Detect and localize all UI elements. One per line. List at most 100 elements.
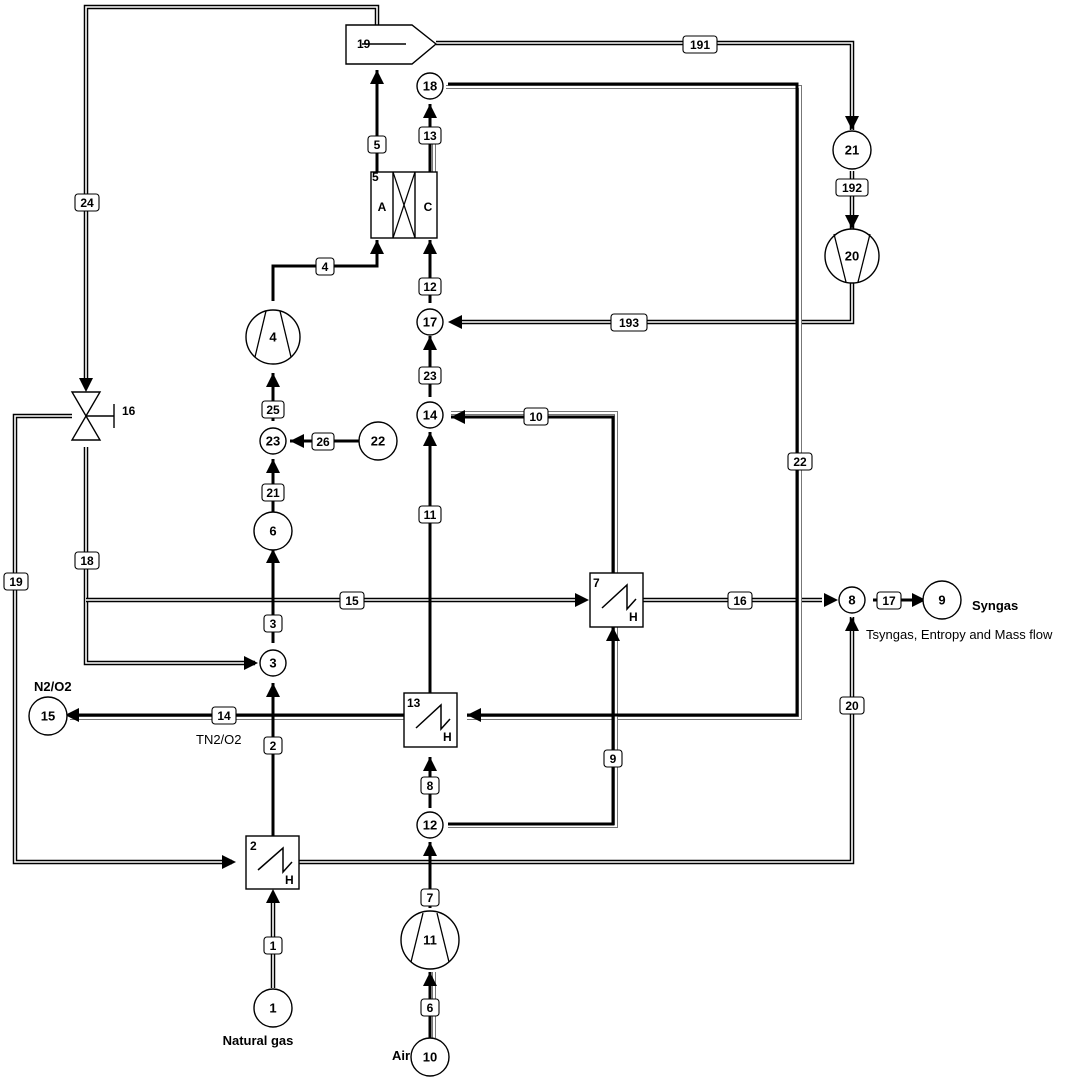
stream-label-193: 193 xyxy=(610,313,648,332)
svg-text:6: 6 xyxy=(269,524,276,539)
svg-text:20: 20 xyxy=(845,699,859,713)
node-14: 14 xyxy=(416,401,444,429)
turbine-20-label: 20 xyxy=(845,249,859,264)
heat-exchanger-2: 2 H xyxy=(245,835,300,890)
single-pipes xyxy=(70,70,920,1038)
node-15: 15 xyxy=(28,696,68,736)
svg-text:8: 8 xyxy=(427,779,434,793)
reactor-5: 5 A C xyxy=(370,170,438,239)
splitter-19: 19 xyxy=(345,24,438,65)
svg-text:193: 193 xyxy=(619,316,639,330)
stream-label-191: 191 xyxy=(682,35,718,54)
caption-air: Air xyxy=(392,1048,410,1063)
stream-label-15: 15 xyxy=(339,591,365,610)
svg-text:6: 6 xyxy=(427,1001,434,1015)
svg-text:3: 3 xyxy=(269,656,276,671)
hx13-side: H xyxy=(443,730,452,744)
node-21: 21 xyxy=(832,130,872,170)
node-23: 23 xyxy=(259,427,287,455)
valve-16: 16 xyxy=(70,391,136,441)
hx13-id: 13 xyxy=(407,696,421,710)
stream-label-24: 24 xyxy=(74,193,100,212)
stream-label-13: 13 xyxy=(418,126,442,145)
svg-text:24: 24 xyxy=(80,196,94,210)
node-6: 6 xyxy=(253,511,293,551)
hx2-side: H xyxy=(285,873,294,887)
node-9: 9 xyxy=(922,580,962,620)
svg-text:8: 8 xyxy=(848,593,855,608)
svg-text:12: 12 xyxy=(423,280,437,294)
svg-text:17: 17 xyxy=(423,315,437,330)
svg-text:11: 11 xyxy=(424,508,437,522)
svg-text:9: 9 xyxy=(610,752,617,766)
node-1: 1 xyxy=(253,988,293,1028)
caption-syngas-note: Tsyngas, Entropy and Mass flow xyxy=(866,627,1053,642)
stream-label-25: 25 xyxy=(261,400,285,419)
stream-label-8: 8 xyxy=(420,776,440,795)
node-3: 3 xyxy=(259,649,287,677)
stream-labels: 1 2 3 21 25 26 4 5 13 12 23 11 8 7 6 10 … xyxy=(3,35,902,1017)
reactor-id: 5 xyxy=(372,170,379,184)
svg-text:18: 18 xyxy=(423,79,437,94)
svg-text:2: 2 xyxy=(270,739,277,753)
svg-text:13: 13 xyxy=(423,129,437,143)
svg-text:15: 15 xyxy=(345,594,359,608)
node-18: 18 xyxy=(416,72,444,100)
stream-label-14: 14 xyxy=(211,706,237,725)
svg-text:9: 9 xyxy=(938,593,945,608)
stream-label-22: 22 xyxy=(787,452,813,471)
stream-label-6: 6 xyxy=(420,998,440,1017)
stream-label-11: 11 xyxy=(418,505,442,524)
svg-text:19: 19 xyxy=(9,575,23,589)
stream-label-10: 10 xyxy=(523,407,549,426)
svg-text:15: 15 xyxy=(41,709,55,724)
compressor-11-label: 11 xyxy=(423,933,437,948)
compressor-4: 4 xyxy=(245,309,301,365)
cathode-label: C xyxy=(424,200,433,214)
svg-text:12: 12 xyxy=(423,818,437,833)
svg-text:16: 16 xyxy=(733,594,747,608)
stream-label-5: 5 xyxy=(367,135,387,154)
stream-label-18: 18 xyxy=(74,551,100,570)
svg-text:18: 18 xyxy=(80,554,94,568)
nodes: 1 3 6 23 22 10 12 14 17 18 15 21 8 9 xyxy=(28,72,962,1077)
svg-text:191: 191 xyxy=(690,38,710,52)
stream-label-7: 7 xyxy=(420,888,440,907)
svg-text:3: 3 xyxy=(270,617,277,631)
svg-text:21: 21 xyxy=(266,486,280,500)
svg-text:192: 192 xyxy=(842,181,862,195)
stream-label-12: 12 xyxy=(418,277,442,296)
double-line-pipes xyxy=(12,4,855,988)
caption-syngas: Syngas xyxy=(972,598,1018,613)
stream-label-23: 23 xyxy=(418,366,442,385)
svg-text:14: 14 xyxy=(217,709,231,723)
node-22: 22 xyxy=(358,421,398,461)
compressor-11: 11 xyxy=(400,910,460,970)
heat-exchanger-7: 7 H xyxy=(589,572,644,628)
node-17: 17 xyxy=(416,308,444,336)
stream-label-16: 16 xyxy=(727,591,753,610)
caption-tn2o2: TN2/O2 xyxy=(196,732,242,747)
turbine-20: 20 xyxy=(824,228,880,284)
svg-text:7: 7 xyxy=(427,891,434,905)
stream-label-17: 17 xyxy=(876,591,902,610)
svg-text:23: 23 xyxy=(266,434,280,449)
valve-label: 16 xyxy=(122,404,136,418)
hx7-id: 7 xyxy=(593,576,600,590)
svg-text:26: 26 xyxy=(316,435,330,449)
svg-text:4: 4 xyxy=(322,260,329,274)
caption-natural-gas: Natural gas xyxy=(223,1033,294,1048)
anode-label: A xyxy=(378,200,387,214)
stream-label-4: 4 xyxy=(315,257,335,276)
stream-label-9: 9 xyxy=(603,749,623,768)
stream-label-3: 3 xyxy=(263,614,283,633)
stream-label-192: 192 xyxy=(835,178,869,197)
stream-label-1: 1 xyxy=(263,936,283,955)
svg-text:10: 10 xyxy=(423,1050,437,1065)
caption-n2o2: N2/O2 xyxy=(34,679,72,694)
svg-text:22: 22 xyxy=(793,455,807,469)
svg-text:22: 22 xyxy=(371,434,385,449)
stream-label-19: 19 xyxy=(3,572,29,591)
svg-text:14: 14 xyxy=(423,408,438,423)
